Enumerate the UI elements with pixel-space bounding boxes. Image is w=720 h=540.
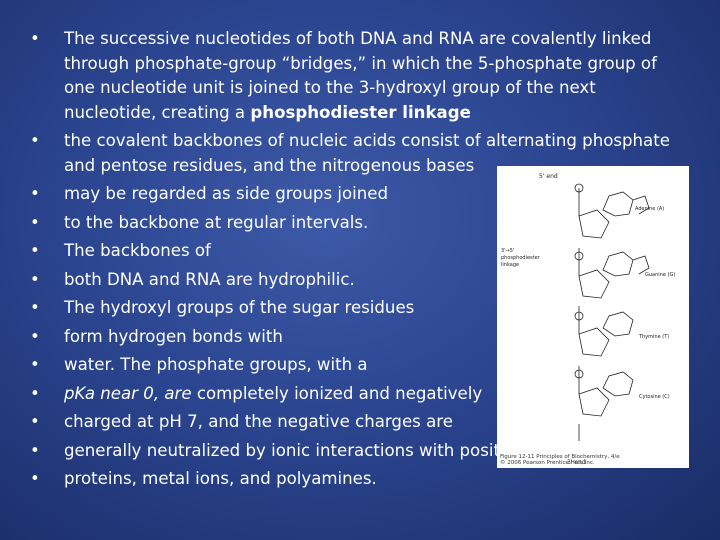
bullet-dot: • [30, 131, 40, 150]
bullet-text: completely ionized and negatively [191, 383, 483, 403]
base-ring [602, 191, 650, 217]
figure-caption-line2: © 2006 Pearson Prentice Hall, Inc. [500, 460, 595, 466]
figure-caption: Figure 12-11 Principles of Biochemistry,… [500, 454, 620, 466]
linkage-label-line2: phosphodiester [501, 255, 541, 261]
bullet-item: • both DNA and RNA are hydrophilic. [30, 268, 670, 293]
bullet-dot: • [30, 383, 40, 403]
bullet-item: • The backbones of [30, 239, 670, 264]
sugar-ring [578, 327, 610, 357]
bullet-dot: • [30, 241, 40, 260]
bullet-dot: • [30, 184, 40, 203]
bullet-dot: • [30, 440, 40, 460]
bullet-dot: • [30, 326, 40, 346]
base-label-cytosine: Cytosine (C) [639, 394, 670, 400]
bullet-item: • water. The phosphate groups, with a [30, 353, 670, 378]
bullet-text: to the backbone at regular intervals. [64, 212, 369, 232]
bullet-text: The hydroxyl groups of the sugar residue… [64, 298, 415, 317]
bullet-text: generally neutralized by ionic interacti… [64, 440, 622, 460]
phosphate-group [574, 311, 584, 321]
bullet-dot: • [30, 29, 40, 48]
linkage-label-line3: linkage [501, 262, 519, 268]
base-label-thymine: Thymine (T) [638, 334, 669, 340]
base-ring [602, 311, 634, 337]
base-label-guanine: Guanine (G) [645, 272, 675, 278]
bullet-dot: • [30, 355, 40, 374]
phosphodiester-figure: 5' end 3' end 3'→5' phosphodiester linka… [497, 166, 689, 468]
bullet-dot: • [30, 269, 40, 289]
bullet-dot: • [30, 469, 40, 488]
bullet-text: proteins, metal ions, and polyamines. [64, 469, 377, 488]
five-prime-end-label: 5' end [539, 173, 558, 180]
bullet-bold-term: phosphodiester linkage [250, 102, 471, 122]
bullet-item: • the covalent backbones of nucleic acids… [30, 129, 670, 178]
bullet-list: • The successive nucleotides of both DNA … [30, 27, 670, 496]
bullet-text: the covalent backbones of nucleic acids … [64, 131, 670, 175]
bullet-text: The backbones of [64, 241, 211, 260]
bullet-item: • The successive nucleotides of both DNA … [30, 27, 670, 125]
bullet-dot: • [30, 212, 40, 232]
bullet-item: • to the backbone at regular intervals. [30, 211, 670, 236]
phosphate-group [574, 251, 584, 261]
bullet-item: • The hydroxyl groups of the sugar residu… [30, 296, 670, 321]
nucleic-acid-backbone-diagram: 5' end 3' end 3'→5' phosphodiester linka… [501, 173, 675, 466]
sugar-ring [578, 387, 610, 417]
linkage-label-line1: 3'→5' [501, 248, 514, 254]
three-prime-end-label: 3' end [567, 459, 586, 466]
bullet-text: form hydrogen bonds with [64, 326, 283, 346]
base-ring [602, 371, 634, 397]
bullet-dot: • [30, 298, 40, 317]
bullet-text: may be regarded as side groups joined [64, 184, 388, 203]
sugar-ring [578, 209, 610, 239]
bullet-item: • generally neutralized by ionic interac… [30, 439, 670, 464]
bullet-italic-term: pKa near 0, are [64, 383, 192, 403]
bullet-item: • form hydrogen bonds with [30, 325, 670, 350]
bullet-text: both DNA and RNA are hydrophilic. [64, 269, 355, 289]
base-ring [602, 251, 650, 277]
bullet-dot: • [30, 412, 40, 431]
figure-caption-line1: Figure 12-11 Principles of Biochemistry,… [500, 454, 620, 460]
bullet-item: • proteins, metal ions, and polyamines. [30, 467, 670, 492]
sugar-ring [578, 269, 610, 299]
bullet-text: water. The phosphate groups, with a [64, 355, 368, 374]
phosphate-group [574, 183, 584, 193]
bullet-text: The successive nucleotides of both DNA a… [64, 29, 657, 122]
bullet-item: • may be regarded as side groups joined [30, 182, 670, 207]
base-label-adenine: Adenine (A) [635, 206, 664, 212]
bullet-item: • charged at pH 7, and the negative char… [30, 410, 670, 435]
phosphate-group [574, 369, 584, 379]
bullet-text: charged at pH 7, and the negative charge… [64, 412, 453, 431]
bullet-item: • pKa near 0, are completely ionized and … [30, 382, 670, 407]
